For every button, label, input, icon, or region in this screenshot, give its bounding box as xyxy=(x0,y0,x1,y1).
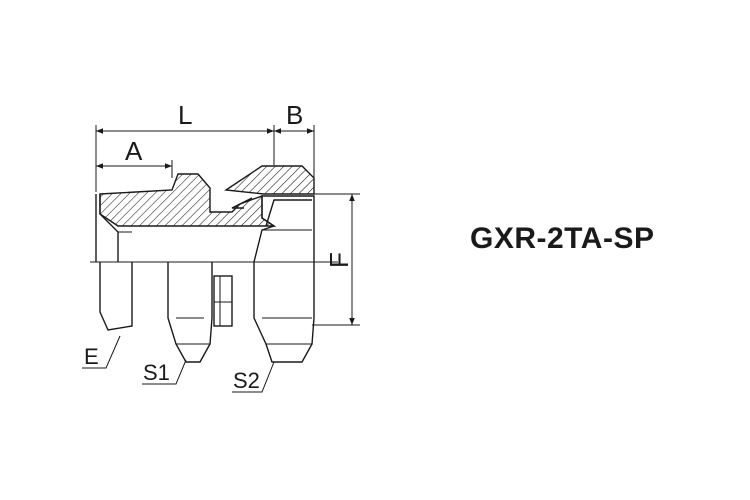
dim-label-s2: S2 xyxy=(233,368,260,393)
part-code-title: GXR-2TA-SP xyxy=(470,222,655,255)
dimension-lines xyxy=(95,125,360,326)
fitting-body xyxy=(90,165,338,363)
dim-label-l: L xyxy=(178,100,192,130)
dim-label-a: A xyxy=(125,136,143,166)
dim-label-s1: S1 xyxy=(143,360,170,385)
dim-label-e: E xyxy=(84,344,99,369)
dim-label-f: F xyxy=(324,252,354,268)
leader-lines xyxy=(82,335,275,393)
dim-label-b: B xyxy=(286,100,303,130)
